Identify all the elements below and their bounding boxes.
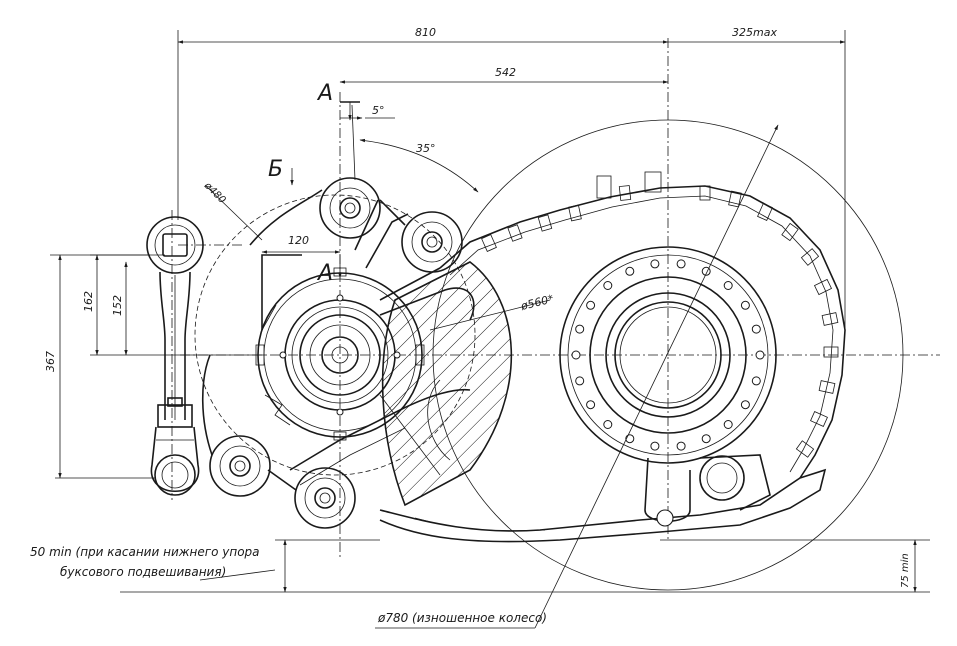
axle-bolt-hole — [723, 281, 733, 290]
section-mark-a-top: A — [316, 81, 333, 106]
dim-35deg: 35° — [416, 142, 436, 155]
wheel-note: ø780 (изношенное колесо) — [377, 611, 547, 625]
dim-5deg: 5° — [372, 104, 385, 117]
center-lines — [171, 38, 940, 560]
boss-lower-left — [209, 435, 271, 497]
axle-bolt-hole — [676, 441, 686, 451]
boss-lower — [294, 467, 356, 529]
axle-bolt-hole — [586, 400, 596, 410]
axle-bolt-hole — [751, 324, 761, 334]
axle-bolt-hole — [676, 259, 686, 269]
dim-162: 162 — [82, 291, 95, 312]
axle-bolt-hole — [723, 420, 733, 429]
axle-bolt-hole — [740, 300, 750, 310]
dim-560: ø560* — [519, 292, 556, 313]
notes: 50 min (при касании нижнего упора буксов… — [30, 545, 547, 625]
suspension-link — [146, 216, 204, 496]
axle-bolt-hole — [571, 350, 581, 360]
dim-542: 542 — [495, 66, 516, 79]
axle-bolt-hole — [650, 441, 660, 451]
dim-325max: 325max — [732, 26, 777, 39]
axle-assembly — [559, 246, 777, 527]
boss-upper-left — [319, 177, 381, 239]
section-marks: A A Б — [268, 81, 333, 286]
dim-75min: 75 min — [900, 553, 911, 588]
axle-bolt-circle — [571, 259, 765, 451]
axle-bolt-hole — [575, 324, 585, 334]
axle-bolt-hole — [625, 266, 635, 276]
clearance-note-line1: 50 min (при касании нижнего упора — [30, 545, 260, 559]
mounting-bosses — [201, 177, 463, 529]
dim-152: 152 — [111, 295, 124, 316]
axle-bolt-hole — [751, 376, 761, 386]
housing-ribs — [481, 171, 839, 458]
axle-bolt-hole — [740, 400, 750, 410]
axle-bolt-hole — [625, 434, 635, 444]
section-mark-a-mid: A — [316, 261, 333, 286]
dim-367: 367 — [44, 351, 57, 372]
axle-bolt-hole — [575, 376, 585, 386]
section-mark-b: Б — [268, 157, 283, 182]
dim-120: 120 — [288, 234, 309, 247]
boss-upper-right — [401, 211, 463, 273]
axle-bolt-hole — [701, 434, 711, 444]
axle-bolt-hole — [755, 350, 765, 360]
axle-bolt-hole — [603, 420, 613, 429]
axle-bolt-hole — [586, 300, 596, 310]
axle-bolt-hole — [603, 281, 613, 290]
hatched-section — [381, 261, 513, 507]
dim-810: 810 — [415, 26, 436, 39]
clearance-note-line2: буксового подвешивания) — [60, 565, 226, 579]
axle-bolt-hole — [650, 259, 660, 269]
dimension-lines — [50, 30, 930, 629]
dim-480: ø480 — [201, 180, 227, 206]
